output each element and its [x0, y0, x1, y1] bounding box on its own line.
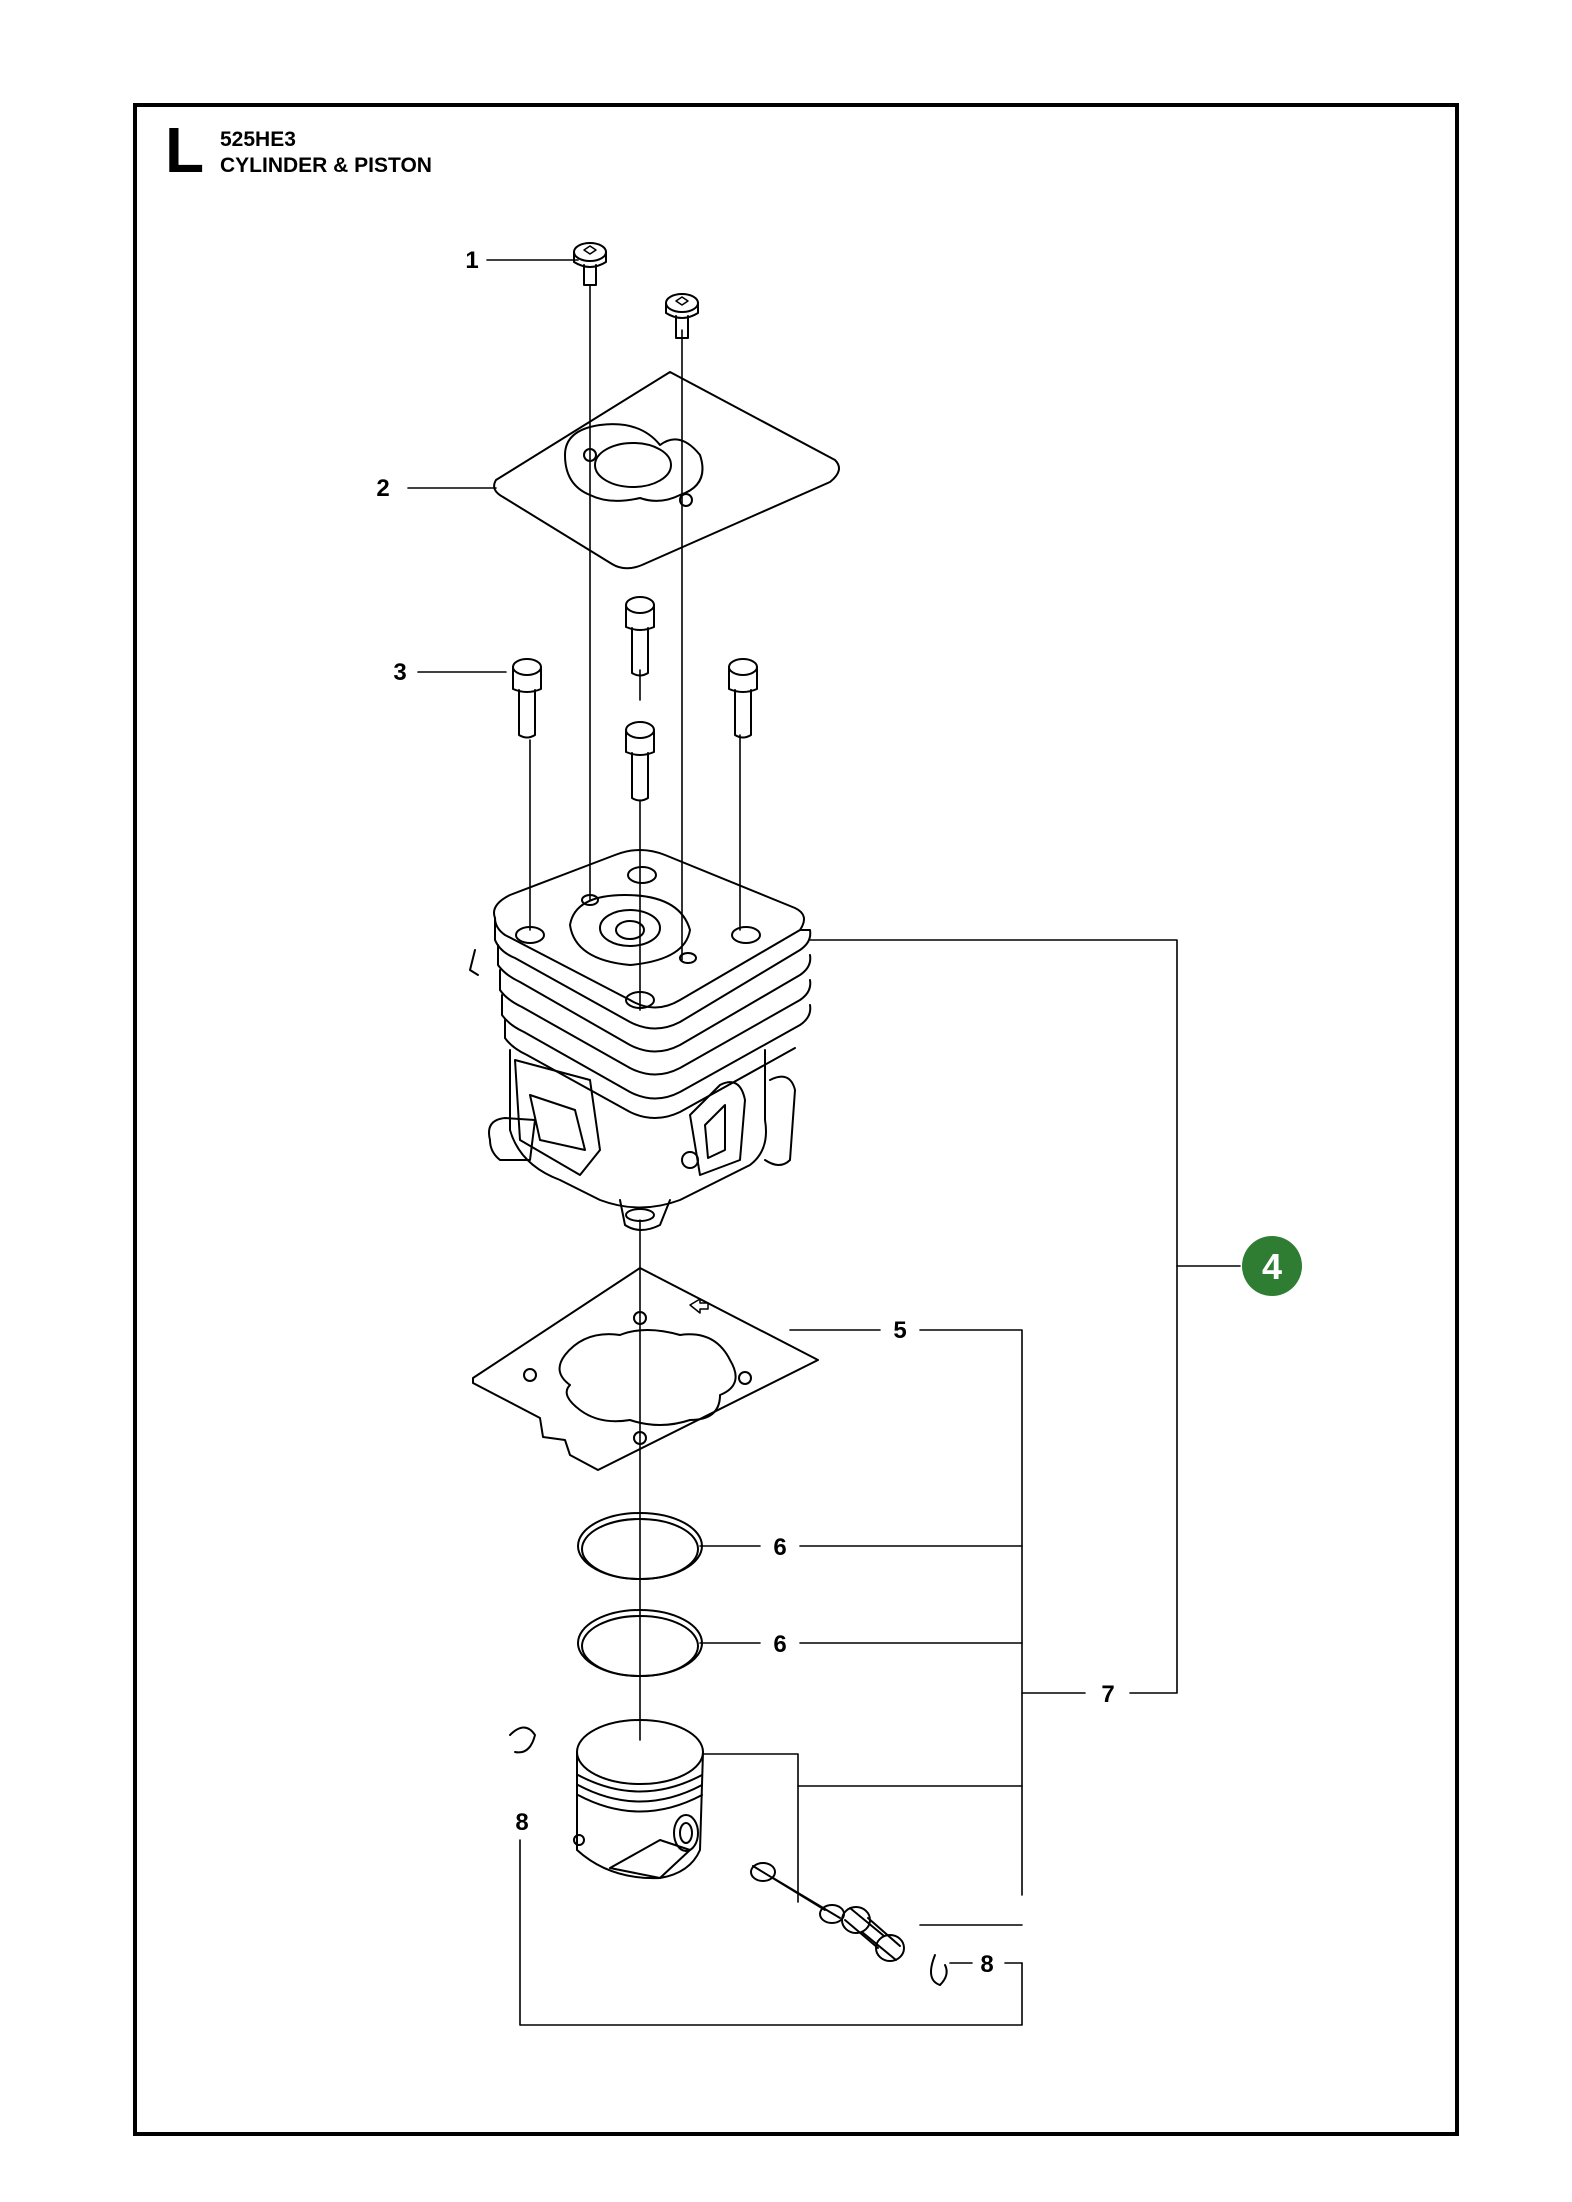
callout-6b: 6 — [773, 1631, 786, 1658]
callout-4: 4 — [1262, 1246, 1282, 1287]
callout-8a: 8 — [515, 1809, 528, 1836]
callout-1: 1 — [465, 247, 478, 274]
callout-8b: 8 — [980, 1951, 993, 1978]
needle-bearing-icon — [841, 1906, 905, 1962]
page-title: CYLINDER & PISTON — [220, 154, 432, 177]
callout-2: 2 — [376, 475, 389, 502]
model-number: 525HE3 — [220, 128, 296, 151]
piston-icon — [573, 1719, 704, 1880]
circlip-icon — [509, 1726, 948, 1986]
callout-5: 5 — [893, 1317, 906, 1344]
callout-4-badge: 4 — [1242, 1236, 1302, 1296]
base-gasket-icon — [472, 1267, 819, 1471]
page-frame — [133, 103, 1459, 2136]
callout-7: 7 — [1101, 1681, 1114, 1708]
piston-ring-icon — [577, 1512, 703, 1677]
cylinder-screw-icon — [512, 596, 758, 802]
callout-labels: 1 2 3 5 6 6 7 8 8 — [376, 247, 1114, 1978]
callout-6a: 6 — [773, 1534, 786, 1561]
screw-top-icon — [573, 242, 699, 339]
leader-lines — [407, 259, 1241, 2026]
gasket-icon — [493, 371, 840, 570]
callout-3: 3 — [393, 659, 406, 686]
cylinder-icon — [469, 849, 812, 1231]
section-letter: L — [165, 114, 205, 186]
